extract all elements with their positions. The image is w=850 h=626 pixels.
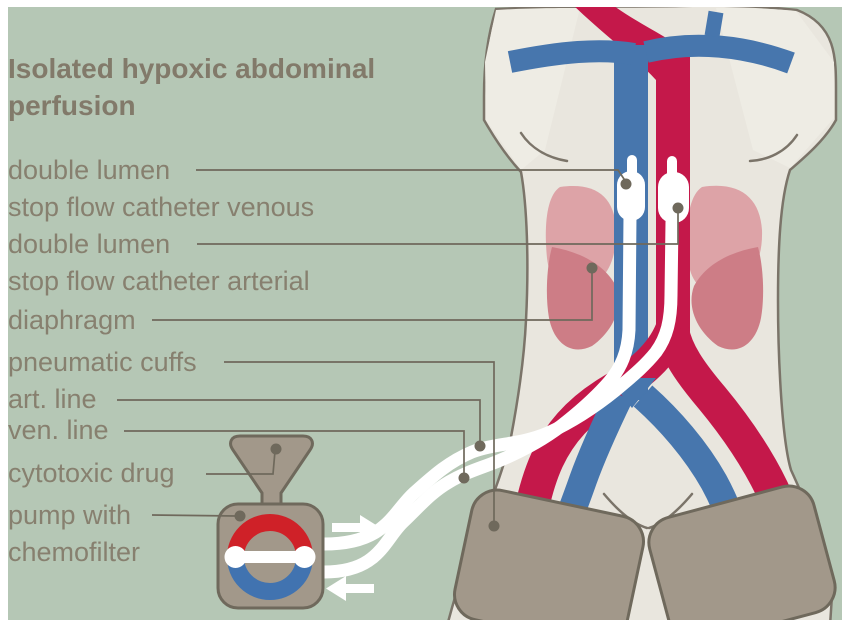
leader-dot-cytotoxic-drug [270,443,282,455]
left-subclavian-vein [507,40,636,73]
leader-venous-line [124,430,465,475]
leader-lines [117,169,684,532]
leader-dot-pneumatic-cuffs [488,520,500,532]
label-cytotoxic-drug: cytotoxic drug [8,455,175,492]
label-stop-flow-catheter-venous: double lumen stop flow catheter venous [8,152,314,226]
pump-roller-right [293,546,316,568]
pump-ring-blue-half [227,556,313,600]
left-pneumatic-cuff [453,488,645,620]
label-line: chemofilter [8,537,141,567]
flow-arrow-left-icon [326,576,374,601]
label-venous-line: ven. line [8,412,109,449]
leader-diaphragm [152,271,593,321]
diaphragm-left-lower-lobe [546,247,619,350]
label-line: stop flow catheter arterial [8,266,310,296]
label-line: stop flow catheter venous [8,192,315,222]
label-line: diaphragm [8,305,136,335]
arterial-stop-flow-balloon [658,172,689,223]
venous-stop-flow-balloon [617,171,645,221]
pump-ring-red-half [227,514,313,558]
leader-cytotoxic-drug [206,450,276,475]
label-diaphragm: diaphragm [8,302,136,339]
right-pneumatic-cuff [647,484,837,620]
label-line: ven. line [8,415,109,445]
diaphragm-lobes [545,185,764,350]
leader-dot-arterial-line [474,440,486,452]
right-subclavian-vein [643,34,795,74]
catheter-lines [317,208,679,579]
label-arterial-line: art. line [8,381,97,418]
leader-stop-flow-arterial [197,211,679,245]
left-armpit-crease [519,131,569,163]
label-line: pneumatic cuffs [8,347,197,377]
jugular-stub [704,10,724,38]
label-line: pump with [8,500,132,530]
leader-dot-stop-flow-arterial [672,202,684,214]
leader-pump [151,514,237,517]
venous-line-tube [317,208,637,579]
figure-title: Isolated hypoxic abdominal perfusion [8,50,375,124]
right-armpit-crease [748,133,799,163]
label-stop-flow-catheter-arterial: double lumen stop flow catheter arterial [8,226,310,300]
leader-pneumatic-cuffs [224,361,495,523]
label-pneumatic-cuffs: pneumatic cuffs [8,344,197,381]
label-line: double lumen [8,155,171,185]
figure-title-line1: Isolated hypoxic abdominal [8,53,376,84]
label-line: double lumen [8,229,171,259]
flow-arrow-right-icon [332,515,380,540]
label-line: art. line [8,384,97,414]
figure-title-line2: perfusion [8,90,136,121]
leader-arterial-line [117,399,481,443]
pump-roller-bar [227,551,313,563]
leader-dot-stop-flow-venous [620,178,632,190]
label-line: cytotoxic drug [8,458,175,488]
pump-unit [216,434,380,610]
leader-stop-flow-venous [196,169,627,183]
leader-dot-diaphragm [586,262,598,274]
label-pump-with-chemofilter: pump with chemofilter [8,497,140,571]
pneumatic-cuffs [453,484,837,620]
leader-dot-venous-line [458,472,470,484]
pump-roller-left [224,546,247,568]
leader-dot-pump [234,510,246,522]
diaphragm-right-lower-lobe [691,247,764,350]
